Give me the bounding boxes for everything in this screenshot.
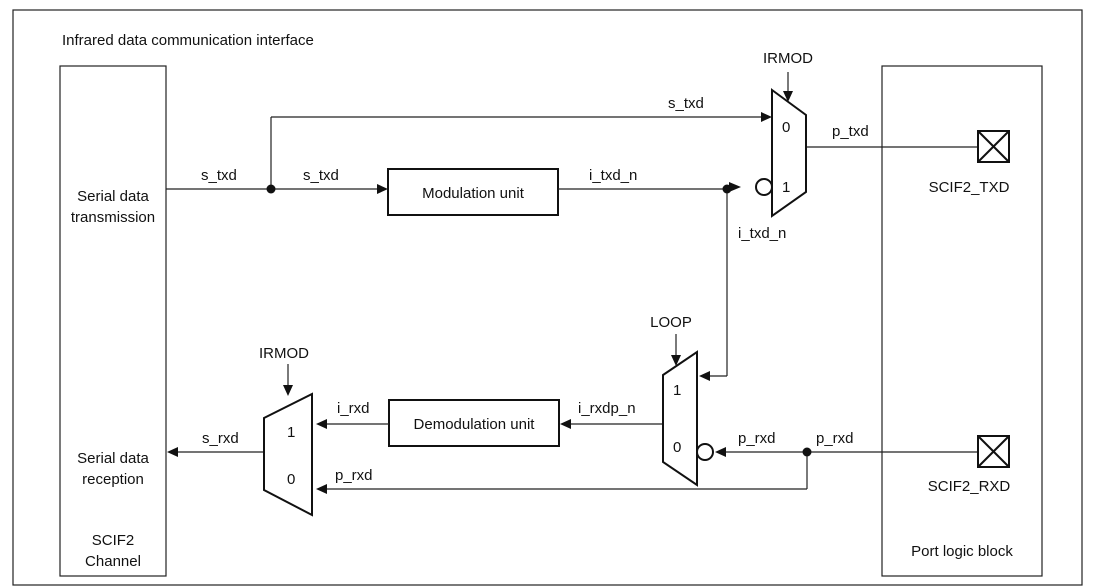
rx-mux-control-label: IRMOD [259,345,309,362]
rx-wires [167,334,978,494]
p-rxd-junction-dot [802,447,812,457]
serial-rx-label-2: reception [82,471,144,488]
loop-mux-inverter-bubble [696,443,714,461]
signal-i-rxd: i_rxd [337,400,370,417]
serial-tx-label-2: transmission [71,209,155,226]
signal-i-txd-n-loop: i_txd_n [738,225,786,242]
signal-p-txd: p_txd [832,123,869,140]
tx-mux-input0-label: 0 [782,119,790,136]
signal-s-txd-mod: s_txd [303,167,339,184]
loop-mux-input0-label: 0 [673,439,681,456]
loop-mux: 1 0 LOOP [650,314,714,487]
serial-rx-label-1: Serial data [77,450,149,467]
port-logic-label: Port logic block [911,543,1013,560]
tx-wires [166,72,978,381]
signal-i-rxdp-n: i_rxdp_n [578,400,636,417]
signal-s-txd-out: s_txd [201,167,237,184]
txd-pin: SCIF2_TXD [929,130,1010,196]
serial-tx-label-1: Serial data [77,188,149,205]
signal-s-rxd: s_rxd [202,430,239,447]
tx-mux-control-label: IRMOD [763,50,813,67]
rx-mux-input1-label: 1 [287,424,295,441]
diagram-title: Infrared data communication interface [62,32,314,49]
tx-mux: 0 1 IRMOD [755,50,813,218]
i-txd-n-junction-dot [722,184,732,194]
signal-p-rxd-bypass: p_rxd [335,467,373,484]
signal-s-txd-bypass: s_txd [668,95,704,112]
port-logic-block: Port logic block [881,65,1043,577]
s-txd-junction-dot [266,184,276,194]
modulation-unit-label: Modulation unit [422,185,525,202]
txd-pin-label: SCIF2_TXD [929,179,1010,196]
scif2-channel-block: Serial data transmission Serial data rec… [59,65,167,577]
signal-p-rxd-loop: p_rxd [738,430,776,447]
scif2-channel-name-1: SCIF2 [92,532,135,549]
demodulation-unit-label: Demodulation unit [414,416,536,433]
loop-mux-input1-label: 1 [673,382,681,399]
loop-mux-control-label: LOOP [650,314,692,331]
demodulation-unit: Demodulation unit [388,399,560,447]
signal-i-txd-n: i_txd_n [589,167,637,184]
scif2-channel-name-2: Channel [85,553,141,570]
rx-mux: 1 0 IRMOD [259,345,313,517]
tx-mux-input1-label: 1 [782,179,790,196]
rxd-pin: SCIF2_RXD [928,435,1011,495]
modulation-unit: Modulation unit [387,168,559,216]
tx-mux-inverter-bubble [755,178,773,196]
signal-p-rxd-pin: p_rxd [816,430,854,447]
rxd-pin-label: SCIF2_RXD [928,478,1011,495]
rx-mux-input0-label: 0 [287,471,295,488]
